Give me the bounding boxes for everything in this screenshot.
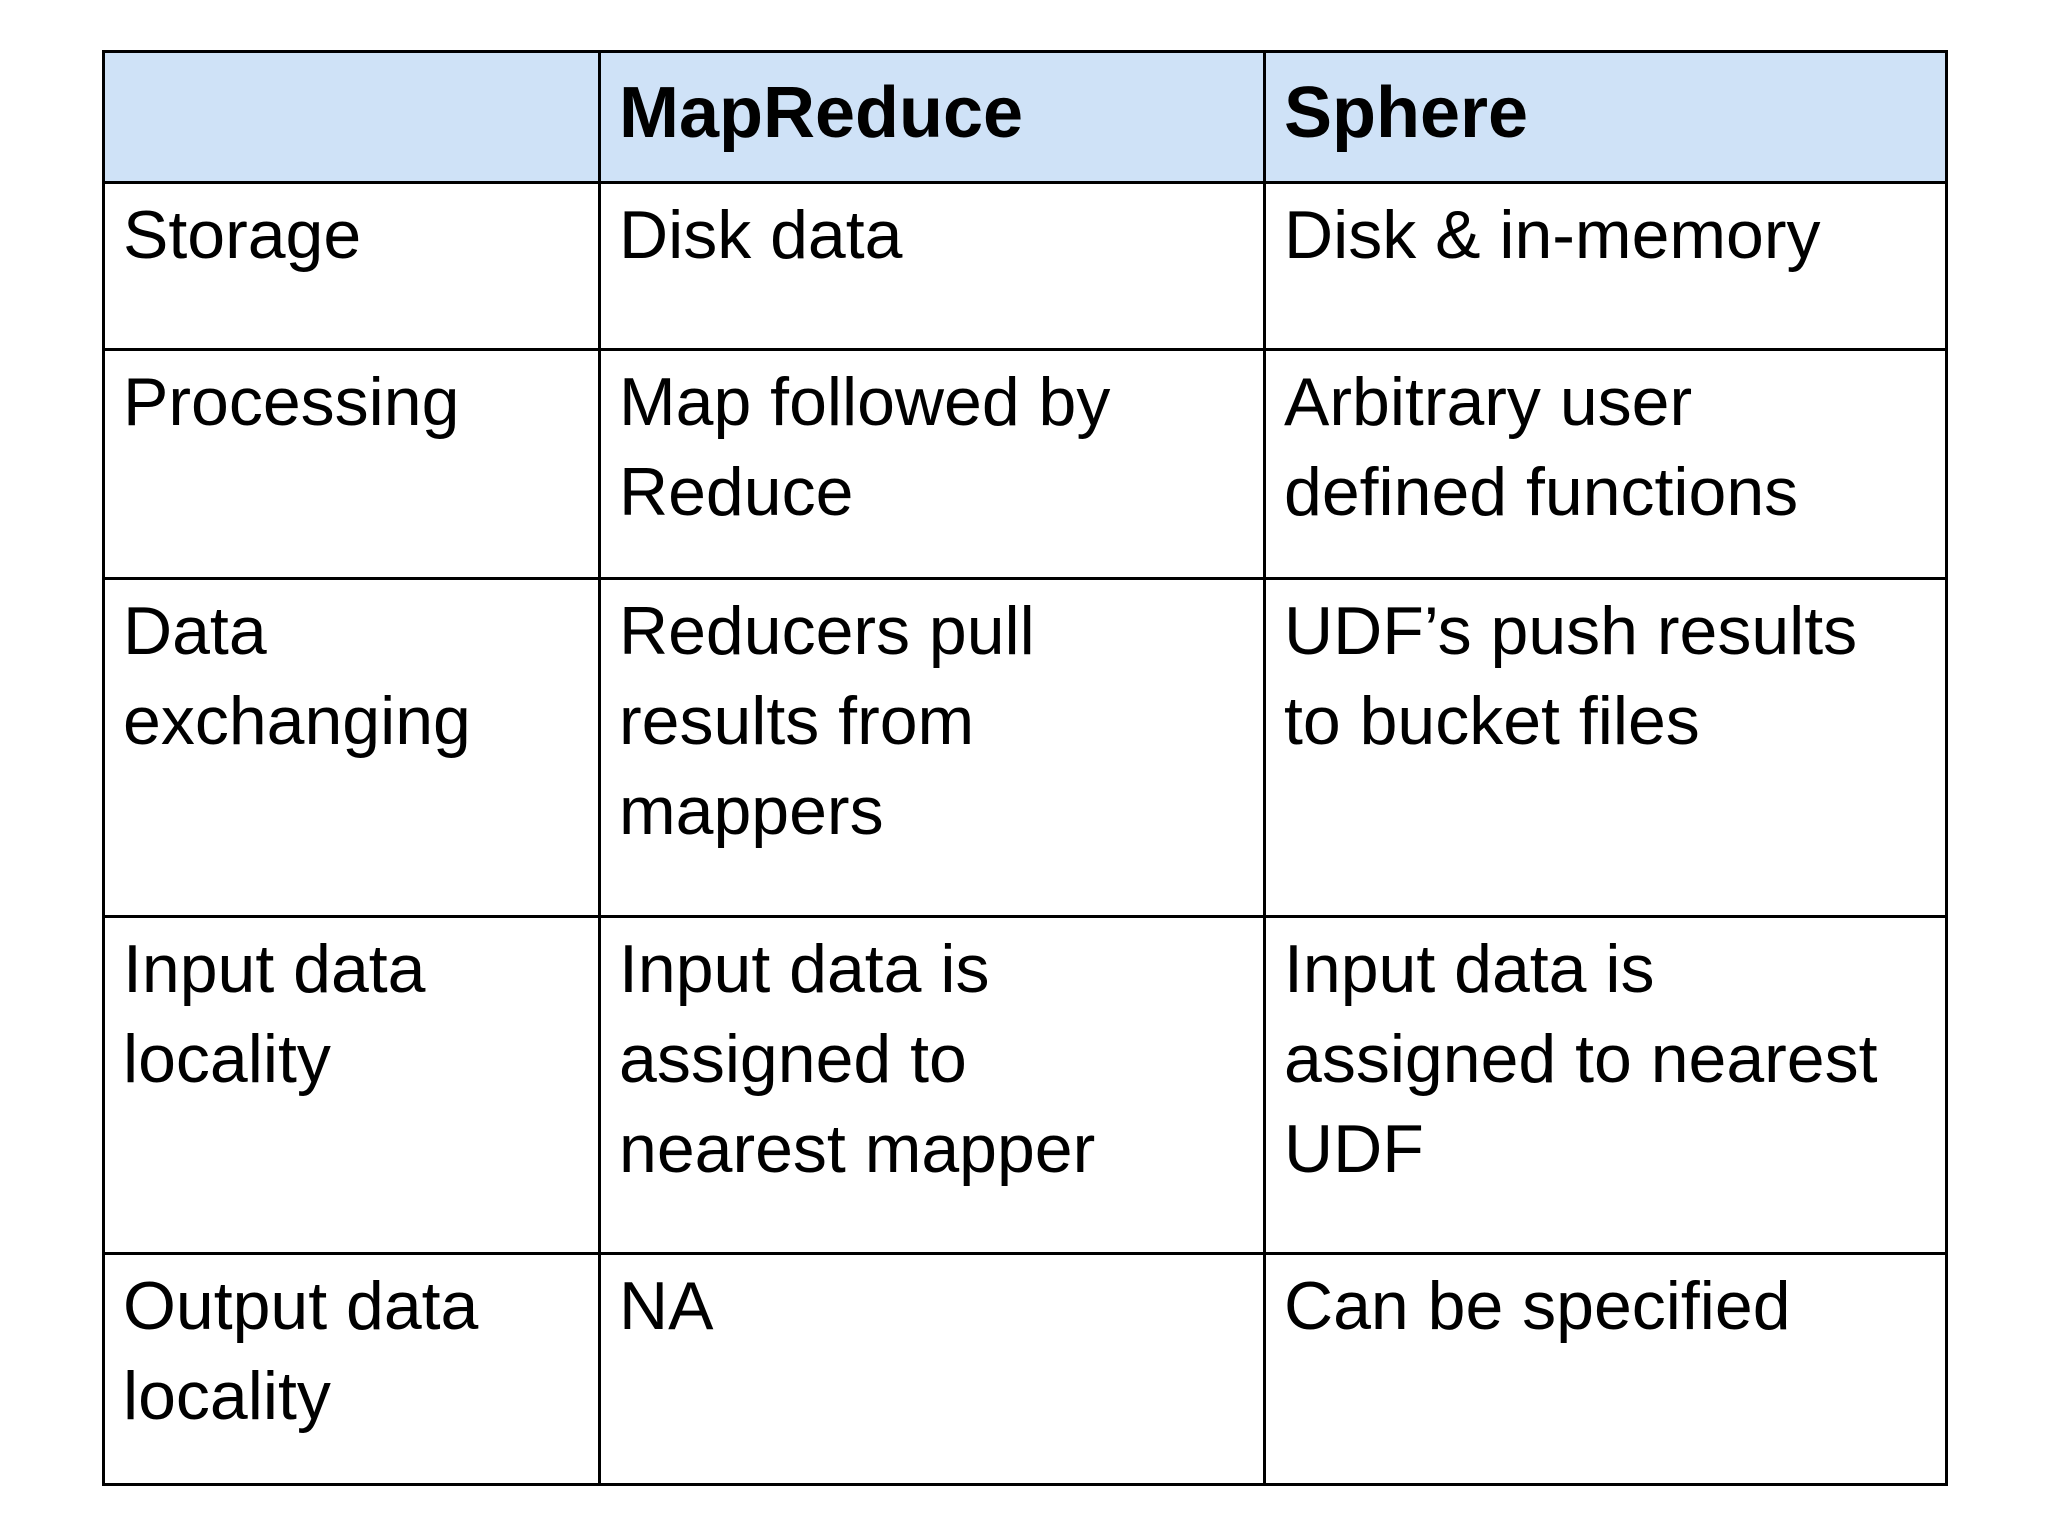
comparison-table-container: MapReduce Sphere Storage Disk data Disk … <box>102 50 1948 1486</box>
cell-processing-mapreduce: Map followed by Reduce <box>598 348 1266 580</box>
cell-data-exchanging-mapreduce: Reducers pull results from mappers <box>598 577 1266 918</box>
table-row-processing: Processing Map followed by Reduce Arbitr… <box>102 348 1948 580</box>
cell-output-data-locality-mapreduce: NA <box>598 1252 1266 1486</box>
row-label-data-exchanging: Data exchanging <box>102 577 601 918</box>
table-header-row: MapReduce Sphere <box>102 50 1948 184</box>
header-cell-empty <box>102 50 601 184</box>
cell-input-data-locality-sphere: Input data is assigned to nearest UDF <box>1263 915 1948 1255</box>
cell-storage-sphere: Disk & in-memory <box>1263 181 1948 351</box>
cell-data-exchanging-sphere: UDF’s push results to bucket files <box>1263 577 1948 918</box>
cell-output-data-locality-sphere: Can be specified <box>1263 1252 1948 1486</box>
table-row-output-data-locality: Output data locality NA Can be specified <box>102 1252 1948 1486</box>
row-label-output-data-locality: Output data locality <box>102 1252 601 1486</box>
cell-storage-mapreduce: Disk data <box>598 181 1266 351</box>
row-label-input-data-locality: Input data locality <box>102 915 601 1255</box>
table-row-storage: Storage Disk data Disk & in-memory <box>102 181 1948 351</box>
table-row-input-data-locality: Input data locality Input data is assign… <box>102 915 1948 1255</box>
table-row-data-exchanging: Data exchanging Reducers pull results fr… <box>102 577 1948 918</box>
cell-input-data-locality-mapreduce: Input data is assigned to nearest mapper <box>598 915 1266 1255</box>
header-cell-mapreduce: MapReduce <box>598 50 1266 184</box>
row-label-processing: Processing <box>102 348 601 580</box>
header-cell-sphere: Sphere <box>1263 50 1948 184</box>
row-label-storage: Storage <box>102 181 601 351</box>
mapreduce-sphere-comparison-table: MapReduce Sphere Storage Disk data Disk … <box>102 50 1948 1486</box>
cell-processing-sphere: Arbitrary user defined functions <box>1263 348 1948 580</box>
